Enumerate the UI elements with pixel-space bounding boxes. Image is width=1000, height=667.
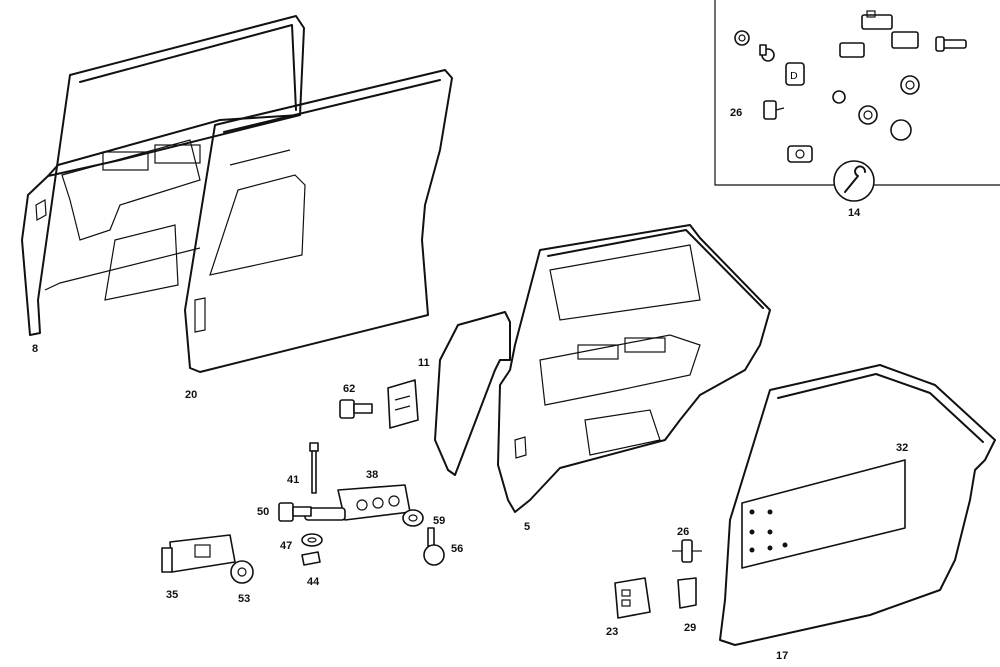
inset-screw — [935, 36, 967, 52]
label-17: 17 — [776, 650, 788, 662]
bolt-part-50 — [278, 502, 312, 522]
label-8: 8 — [32, 343, 38, 355]
insulation-panel-part-32 — [741, 459, 906, 569]
label-56: 56 — [451, 543, 463, 555]
inset-clip-8 — [832, 90, 846, 104]
washer-part-59 — [402, 509, 424, 527]
label-50: 50 — [257, 506, 269, 518]
clip-part-23 — [614, 577, 651, 619]
label-23: 23 — [606, 626, 618, 638]
label-44: 44 — [307, 576, 320, 588]
washer-part-47 — [301, 533, 323, 547]
label-26: 26 — [677, 526, 689, 538]
pin-part-41 — [309, 442, 319, 494]
inset-clip-10 — [890, 119, 912, 141]
label-20: 20 — [185, 389, 197, 401]
label-29: 29 — [684, 622, 696, 634]
hinge-part-35 — [161, 534, 236, 573]
clip-part-29 — [677, 577, 697, 609]
door-shell-part-8 — [21, 15, 305, 336]
svg-text:D: D — [790, 71, 798, 82]
label-59: 59 — [433, 515, 445, 527]
label-5: 5 — [524, 521, 530, 533]
inset-clip-5 — [839, 42, 865, 58]
inset-clip-11 — [787, 145, 813, 163]
inset-clip-1 — [734, 30, 750, 46]
bolt-part-56 — [423, 527, 445, 566]
inset-clip-3: D — [785, 62, 805, 86]
clip-part-26 — [672, 539, 702, 563]
bolt-part-62 — [339, 399, 373, 419]
label-62: 62 — [343, 383, 355, 395]
fastener-inset-box: D — [714, 0, 1000, 202]
label-32: 32 — [896, 442, 908, 454]
wrench-icon — [833, 160, 875, 202]
clip-part-44 — [301, 551, 321, 566]
label-53: 53 — [238, 593, 250, 605]
label-11: 11 — [418, 357, 430, 369]
bracket-part-11 — [387, 379, 419, 429]
inset-clip-6 — [891, 31, 919, 49]
label-38: 38 — [366, 469, 378, 481]
nut-part-53 — [230, 560, 254, 584]
door-shell-part-5 — [434, 224, 771, 513]
inset-clip-7 — [900, 75, 920, 95]
callout-labels: 8 20 11 62 41 38 50 47 44 59 56 35 53 5 … — [32, 107, 908, 662]
inset-clip-9 — [858, 105, 878, 125]
inset-clip-2 — [759, 44, 775, 62]
label-26-inset: 26 — [730, 107, 742, 119]
label-47: 47 — [280, 540, 292, 552]
inset-clip-26 — [763, 100, 785, 120]
door-seal-part-20 — [184, 69, 453, 373]
door-seal-part-17 — [719, 364, 996, 646]
label-14: 14 — [848, 207, 861, 219]
label-35: 35 — [166, 589, 178, 601]
label-41: 41 — [287, 474, 299, 486]
check-strap-part-38 — [304, 484, 411, 521]
inset-clip-4 — [861, 10, 893, 30]
